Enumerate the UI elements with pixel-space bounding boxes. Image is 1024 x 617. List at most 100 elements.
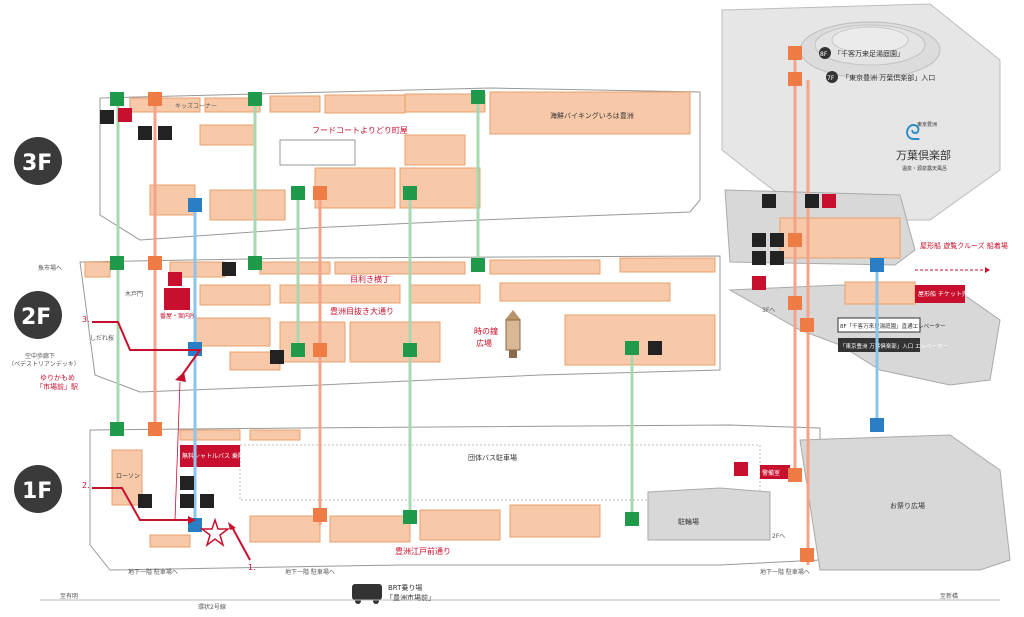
escalator-icon[interactable] [471, 258, 485, 272]
aed-icon[interactable] [734, 462, 748, 476]
floor-2f: 目利き横丁 豊洲目抜き大通り 時の鐘 広場 木戸門 魚市場へ しだれ桜 空中歩廊… [8, 255, 721, 393]
shop-3f-4[interactable] [324, 94, 406, 114]
shop-3f-10[interactable] [149, 184, 196, 216]
station-label: 「市場前」駅 [36, 382, 78, 391]
elevator-tag-2[interactable] [838, 338, 920, 352]
shinbashi-label: 至新橋 [940, 592, 958, 600]
aed-icon[interactable] [752, 276, 766, 290]
shop-2f-9[interactable] [409, 284, 481, 304]
tokinokane-label: 時の鐘 [474, 326, 498, 336]
aed-icon[interactable] [168, 272, 182, 286]
elevator-icon[interactable] [148, 256, 162, 270]
escalator-icon[interactable] [625, 341, 639, 355]
elevator-icon[interactable] [788, 72, 802, 86]
shop-2f-12[interactable] [279, 321, 346, 363]
aed-icon[interactable] [118, 108, 132, 122]
toilet-icon[interactable] [770, 233, 784, 247]
shop-3f-7[interactable] [404, 134, 466, 166]
shop-3f-1[interactable] [129, 97, 201, 113]
blue-escalator-icon[interactable] [188, 198, 202, 212]
elevator-icon[interactable] [788, 233, 802, 247]
elevator-icon[interactable] [313, 343, 327, 357]
shop-1f-6[interactable] [509, 504, 601, 538]
elevator-icon[interactable] [788, 46, 802, 60]
escalator-icon[interactable] [403, 343, 417, 357]
escalator-icon[interactable] [403, 510, 417, 524]
shop-2f-8[interactable] [279, 284, 401, 304]
accessible-toilet-icon[interactable] [158, 126, 172, 140]
blue-escalator-icon[interactable] [870, 418, 884, 432]
shop-2f-13[interactable] [349, 321, 441, 363]
sushi-shop[interactable] [489, 91, 691, 135]
blue-escalator-icon[interactable] [870, 258, 884, 272]
shop-2f-7[interactable] [199, 284, 271, 306]
bicycle-parking[interactable] [647, 487, 771, 541]
escalator-icon[interactable] [248, 256, 262, 270]
club-entry-badge-text: 7F [827, 75, 835, 82]
atm-icon[interactable] [138, 494, 152, 508]
shop-2f-14[interactable] [564, 314, 716, 366]
shop-3f-8[interactable] [314, 167, 396, 209]
route-line-1 [231, 526, 251, 561]
toilet-icon[interactable] [100, 110, 114, 124]
shop-1f-3[interactable] [249, 515, 321, 543]
accessible-toilet-icon[interactable] [200, 494, 214, 508]
shop-2f-5[interactable] [489, 259, 601, 275]
escalator-icon[interactable] [313, 508, 327, 522]
floor-2f-badge-label: 2F [21, 305, 51, 330]
elevator-icon[interactable] [313, 186, 327, 200]
elevator-icon[interactable] [148, 422, 162, 436]
shop-1f-5[interactable] [419, 509, 501, 541]
escalator-icon[interactable] [110, 256, 124, 270]
shop-3f-6[interactable] [199, 124, 256, 146]
pedestrian-deck-label: 空中歩廊下 [25, 352, 55, 360]
toilet-icon[interactable] [138, 126, 152, 140]
escalator-icon[interactable] [625, 512, 639, 526]
floor-3f: 海鮮バイキングいろは豊洲 キッズコーナー フードコートよりどり町屋 3F [18, 87, 701, 241]
yakatabune-ticket-booth[interactable] [844, 281, 916, 305]
shop-1f-7[interactable] [149, 534, 191, 548]
manyo-club-building[interactable]: ᘓ 東京豊洲 万葉倶楽部 温泉・源泉露天風呂 8F 「千客万来足湯庭園」 7F … [721, 3, 1001, 221]
toilet-icon[interactable] [222, 262, 236, 276]
toilet-icon[interactable] [752, 251, 766, 265]
escalator-icon[interactable] [403, 186, 417, 200]
shop-3f-3[interactable] [269, 95, 321, 113]
toilet-icon[interactable] [180, 494, 194, 508]
security-tag[interactable] [760, 465, 790, 479]
toilet-icon[interactable] [270, 350, 284, 364]
shop-3f-12[interactable] [279, 139, 356, 166]
aed-icon[interactable] [822, 194, 836, 208]
escalator-icon[interactable] [471, 90, 485, 104]
shop-1f-4[interactable] [329, 515, 411, 543]
toilet-icon[interactable] [180, 476, 194, 490]
shop-1f-1[interactable] [179, 429, 241, 441]
toilet-icon[interactable] [648, 341, 662, 355]
yakatabune-ticket-tag[interactable] [915, 285, 965, 303]
smoking-icon[interactable] [805, 194, 819, 208]
toilet-icon[interactable] [752, 233, 766, 247]
elevator-icon[interactable] [800, 318, 814, 332]
shop-2f-6[interactable] [619, 257, 716, 273]
marker-2: 2. [82, 481, 90, 490]
elevator-icon[interactable] [148, 92, 162, 106]
escalator-icon[interactable] [110, 92, 124, 106]
escalator-icon[interactable] [291, 186, 305, 200]
elevator-icon[interactable] [788, 468, 802, 482]
elevator-icon[interactable] [788, 296, 802, 310]
accessible-toilet-icon[interactable] [770, 251, 784, 265]
elevator-label-2: 「東京豊洲 万葉倶楽部」入口 エレベーター [840, 342, 948, 350]
info-center[interactable] [164, 288, 190, 310]
shop-2f-11[interactable] [194, 317, 271, 347]
shop-3f-11[interactable] [209, 189, 286, 221]
shop-2f-1[interactable] [84, 261, 111, 278]
escalator-icon[interactable] [248, 92, 262, 106]
shop-2f-10[interactable] [499, 282, 671, 302]
smoking-icon[interactable] [762, 194, 776, 208]
elevator-tag-1[interactable] [837, 317, 921, 333]
escalator-icon[interactable] [291, 343, 305, 357]
elevator-icon[interactable] [800, 548, 814, 562]
shop-1f-2[interactable] [249, 429, 301, 441]
shop-2f-4[interactable] [334, 261, 466, 275]
escalator-icon[interactable] [110, 422, 124, 436]
festival-plaza[interactable] [799, 434, 1011, 571]
